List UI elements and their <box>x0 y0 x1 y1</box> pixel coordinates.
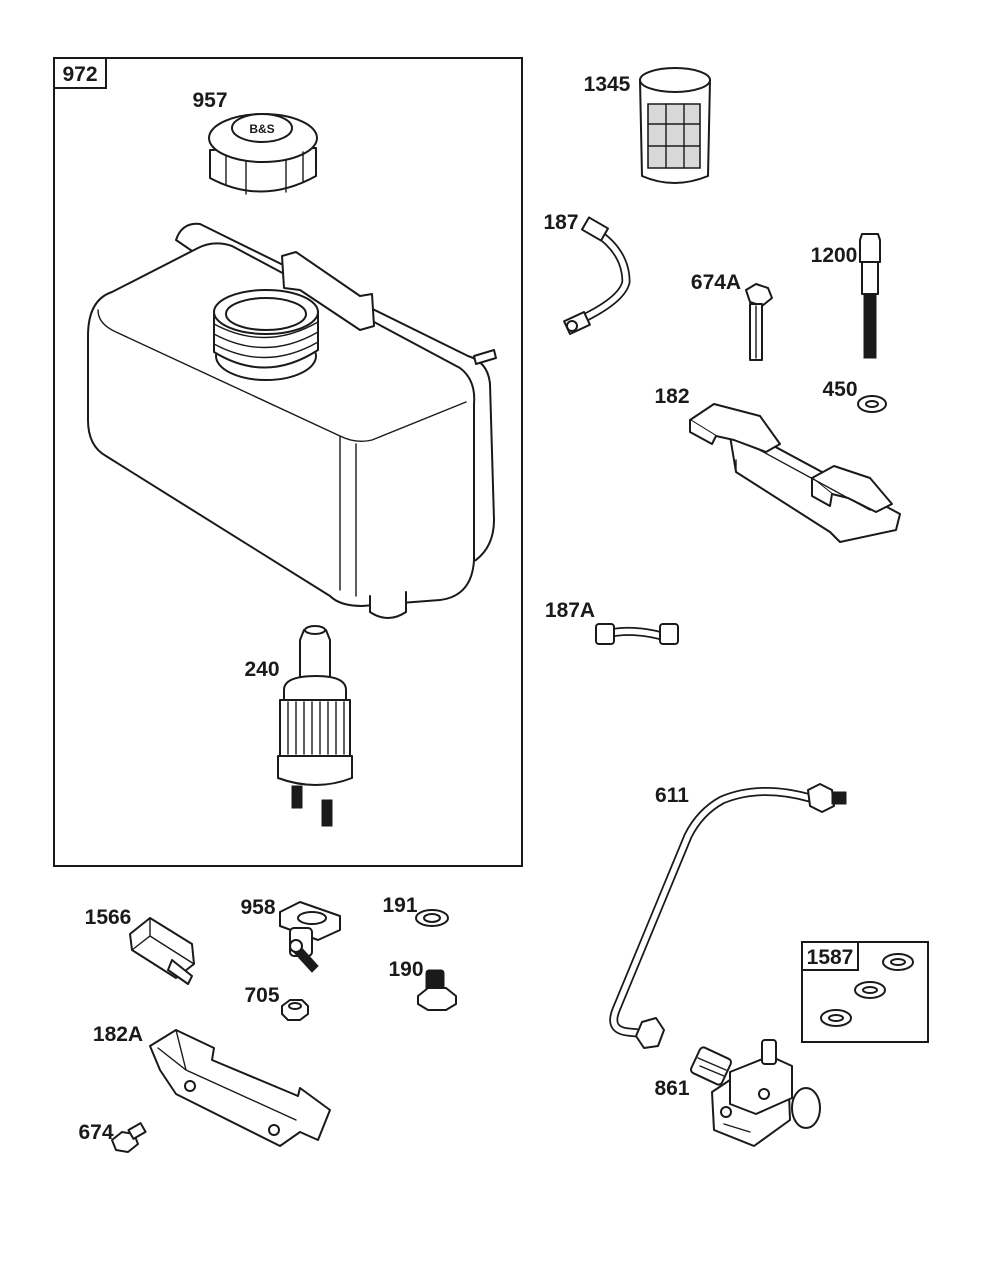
group-972-label: 972 <box>62 63 97 86</box>
label-450: 450 <box>822 378 857 401</box>
label-674A: 674A <box>691 271 741 294</box>
label-1345: 1345 <box>584 73 631 96</box>
tank-bracket-182[interactable] <box>689 403 901 543</box>
fuel-filter-240[interactable] <box>277 625 353 827</box>
group-1587-label: 1587 <box>807 946 854 969</box>
label-191: 191 <box>382 894 417 917</box>
label-674: 674 <box>78 1121 113 1144</box>
label-861: 861 <box>654 1077 689 1100</box>
fuel-strainer-1345[interactable] <box>639 67 711 184</box>
fuel-line-187[interactable] <box>563 216 631 335</box>
label-958: 958 <box>240 896 275 919</box>
label-957: 957 <box>192 89 227 112</box>
fuel-pump-861[interactable] <box>689 1039 821 1147</box>
nut-705[interactable] <box>281 999 309 1021</box>
bolt-674A[interactable] <box>745 283 773 361</box>
label-1200: 1200 <box>811 244 858 267</box>
fuel-pipe-611[interactable] <box>609 783 847 1049</box>
label-190: 190 <box>388 958 423 981</box>
label-182A: 182A <box>93 1023 143 1046</box>
hose-187A[interactable] <box>595 623 679 645</box>
clip-1566[interactable] <box>129 917 195 985</box>
washer-450[interactable] <box>857 395 887 413</box>
shutoff-valve-958[interactable] <box>279 901 341 973</box>
bolt-674[interactable] <box>111 1122 147 1153</box>
label-1566: 1566 <box>85 906 132 929</box>
label-240: 240 <box>244 658 279 681</box>
fuel-tank[interactable] <box>87 222 497 619</box>
svg-text:B&S: B&S <box>249 122 274 136</box>
label-182: 182 <box>654 385 689 408</box>
fuel-cap-957[interactable]: B&S <box>208 113 318 195</box>
label-187A: 187A <box>545 599 595 622</box>
label-187: 187 <box>543 211 578 234</box>
stud-1200[interactable] <box>859 233 881 359</box>
plug-190[interactable] <box>417 969 457 1011</box>
group-1587: 1587 <box>801 941 929 1043</box>
bracket-182A[interactable] <box>149 1029 331 1147</box>
gasket-191[interactable] <box>415 909 449 927</box>
label-611: 611 <box>655 784 689 807</box>
group-972: 972 <box>53 57 523 867</box>
label-705: 705 <box>244 984 279 1007</box>
